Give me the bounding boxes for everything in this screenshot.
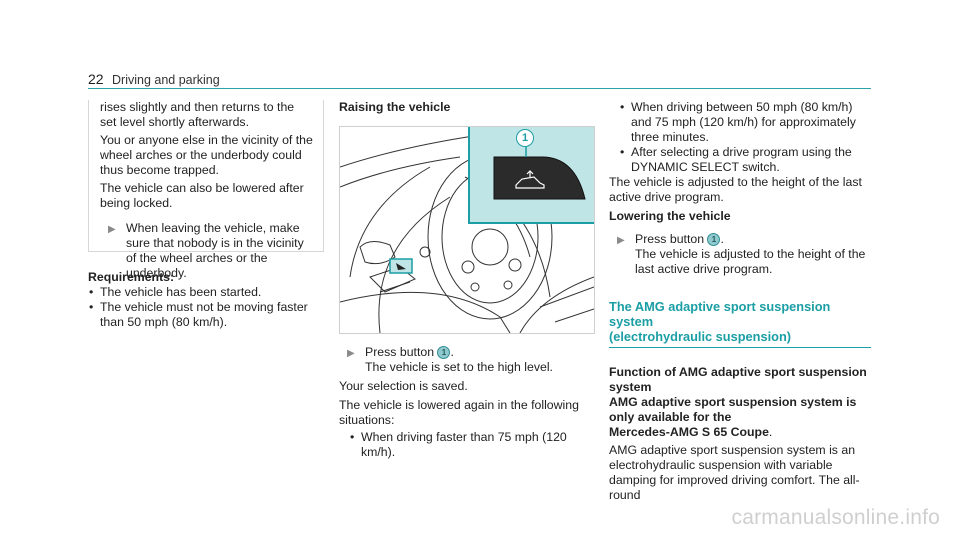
section-heading-lowering: Lowering the vehicle xyxy=(609,209,731,223)
lowered-text: The vehicle is lowered again in the foll… xyxy=(339,398,579,427)
saved-text: Your selection is saved. xyxy=(339,379,468,393)
section-heading-raising: Raising the vehicle xyxy=(339,100,451,114)
button-inset-drawing xyxy=(493,137,586,200)
step-arrow-icon: ▶ xyxy=(108,224,116,235)
callout-1-icon: 1 xyxy=(707,233,721,246)
page-number: 22 xyxy=(88,71,104,87)
warning-text-2: You or anyone else in the vicinity of th… xyxy=(100,133,313,177)
step-arrow-icon: ▶ xyxy=(347,348,355,359)
list-item: •When driving between 50 mph (80 km/h) a… xyxy=(620,100,856,144)
cockpit-drawing xyxy=(340,134,594,333)
column-middle: Raising the vehicle xyxy=(339,100,595,115)
step-arrow-icon: ▶ xyxy=(617,235,625,246)
list-item: •After selecting a drive program using t… xyxy=(620,145,852,174)
warning-box: rises slightly and then returns to the s… xyxy=(88,100,324,280)
button-inset: 1 xyxy=(468,127,594,224)
warning-text-3: The vehicle can also be lowered after be… xyxy=(100,181,304,210)
adjust-text: The vehicle is adjusted to the height of… xyxy=(609,175,862,204)
availability-note: AMG adaptive sport suspension system is … xyxy=(609,395,857,439)
column-left: rises slightly and then returns to the s… xyxy=(88,100,324,330)
function-body: AMG adaptive sport suspension system is … xyxy=(609,443,860,502)
raise-result: The vehicle is set to the high level. xyxy=(365,360,553,374)
list-item: •The vehicle has been started. xyxy=(89,285,262,299)
callout-1-icon: 1 xyxy=(437,346,451,359)
warning-text-1: rises slightly and then returns to the s… xyxy=(100,100,295,129)
column-right: •When driving between 50 mph (80 km/h) a… xyxy=(609,100,871,503)
column-middle-text: ▶ Press button 1. The vehicle is set to … xyxy=(339,345,595,460)
list-item: •The vehicle must not be moving faster t… xyxy=(89,300,308,329)
warning-step: ▶ When leaving the vehicle, make sure th… xyxy=(100,221,313,281)
section-title-rule xyxy=(609,347,871,348)
section-title: The AMG adaptive sport suspension system… xyxy=(609,299,871,348)
list-item: •When driving faster than 75 mph (120 km… xyxy=(350,430,567,459)
running-header: Driving and parking xyxy=(112,73,220,87)
callout-1-icon: 1 xyxy=(516,129,534,147)
function-heading: Function of AMG adaptive sport suspensio… xyxy=(609,365,867,394)
watermark: carmanualsonline.info xyxy=(731,506,940,529)
lower-step: ▶ Press button 1. The vehicle is adjuste… xyxy=(617,232,866,276)
requirements-heading: Requirements: xyxy=(88,270,175,284)
warning-step-text: When leaving the vehicle, make sure that… xyxy=(126,221,304,280)
lower-result: The vehicle is adjusted to the height of… xyxy=(635,247,866,276)
cockpit-illustration: 1 xyxy=(339,126,595,334)
raise-step: ▶ Press button 1. The vehicle is set to … xyxy=(347,345,553,374)
header-rule xyxy=(88,88,871,89)
